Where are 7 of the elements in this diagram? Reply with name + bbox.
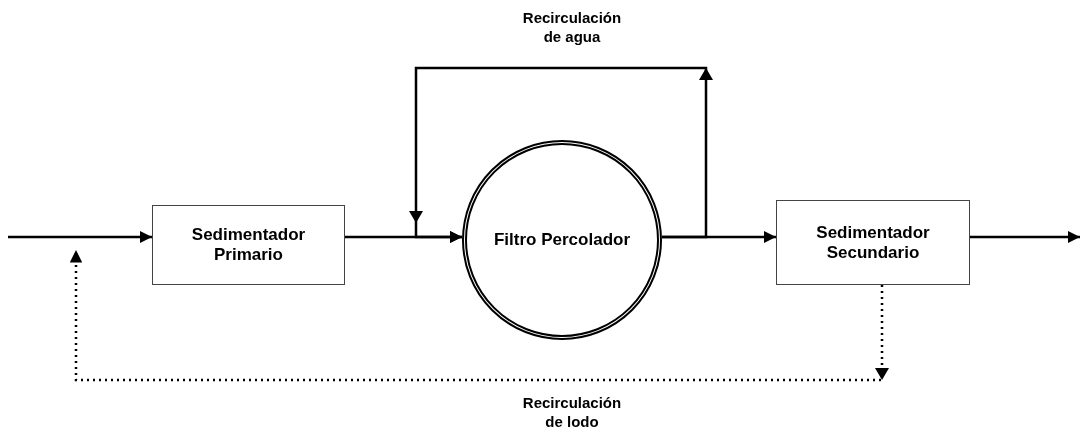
edge-label: Recirculación de agua (521, 8, 623, 46)
node-label: Filtro Percolador (494, 230, 630, 250)
edge-label: Recirculación de lodo (521, 393, 623, 431)
process-box (152, 205, 345, 285)
process-box (776, 200, 970, 285)
node-label: Sedimentador Secundario (815, 222, 931, 263)
node-label: Sedimentador Primario (190, 225, 307, 265)
